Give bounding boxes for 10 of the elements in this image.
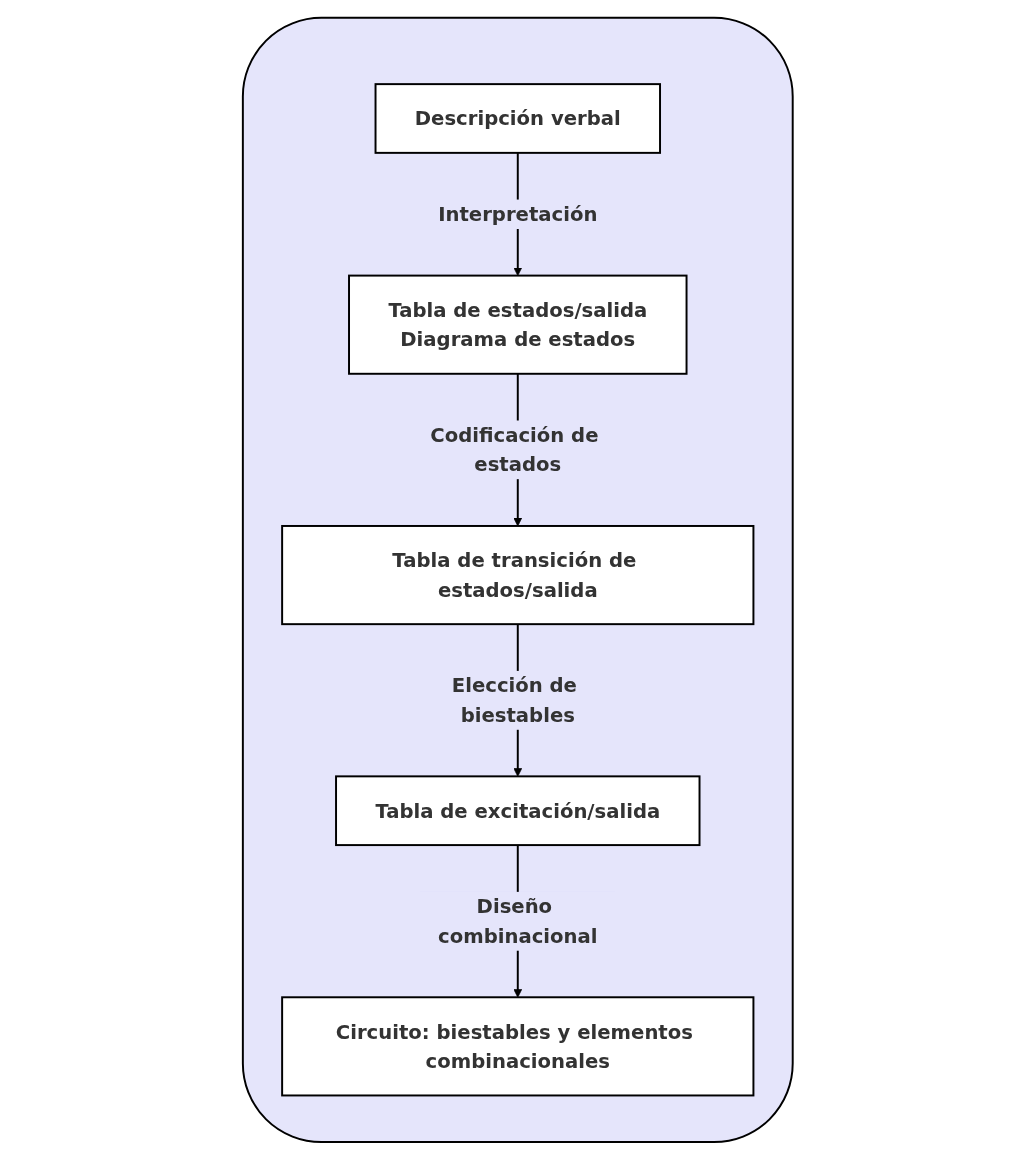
edge-label: Elección de biestables bbox=[451, 673, 577, 727]
edge-label: Diseño combinacional bbox=[437, 894, 598, 948]
cluster bbox=[241, 16, 794, 1143]
node-box: Circuito: biestables y elementos combinacionales bbox=[280, 995, 755, 1096]
node-box: Tabla de transición de estados/salida bbox=[280, 524, 755, 625]
edge-label: Interpretación bbox=[437, 201, 598, 226]
node-box: Descripción verbal bbox=[374, 82, 661, 154]
edge-label: Codificación de estados bbox=[429, 422, 599, 476]
node-box: Tabla de excitación/salida bbox=[334, 774, 701, 846]
node-box: Tabla de estados/salida Diagrama de estados bbox=[347, 274, 688, 375]
